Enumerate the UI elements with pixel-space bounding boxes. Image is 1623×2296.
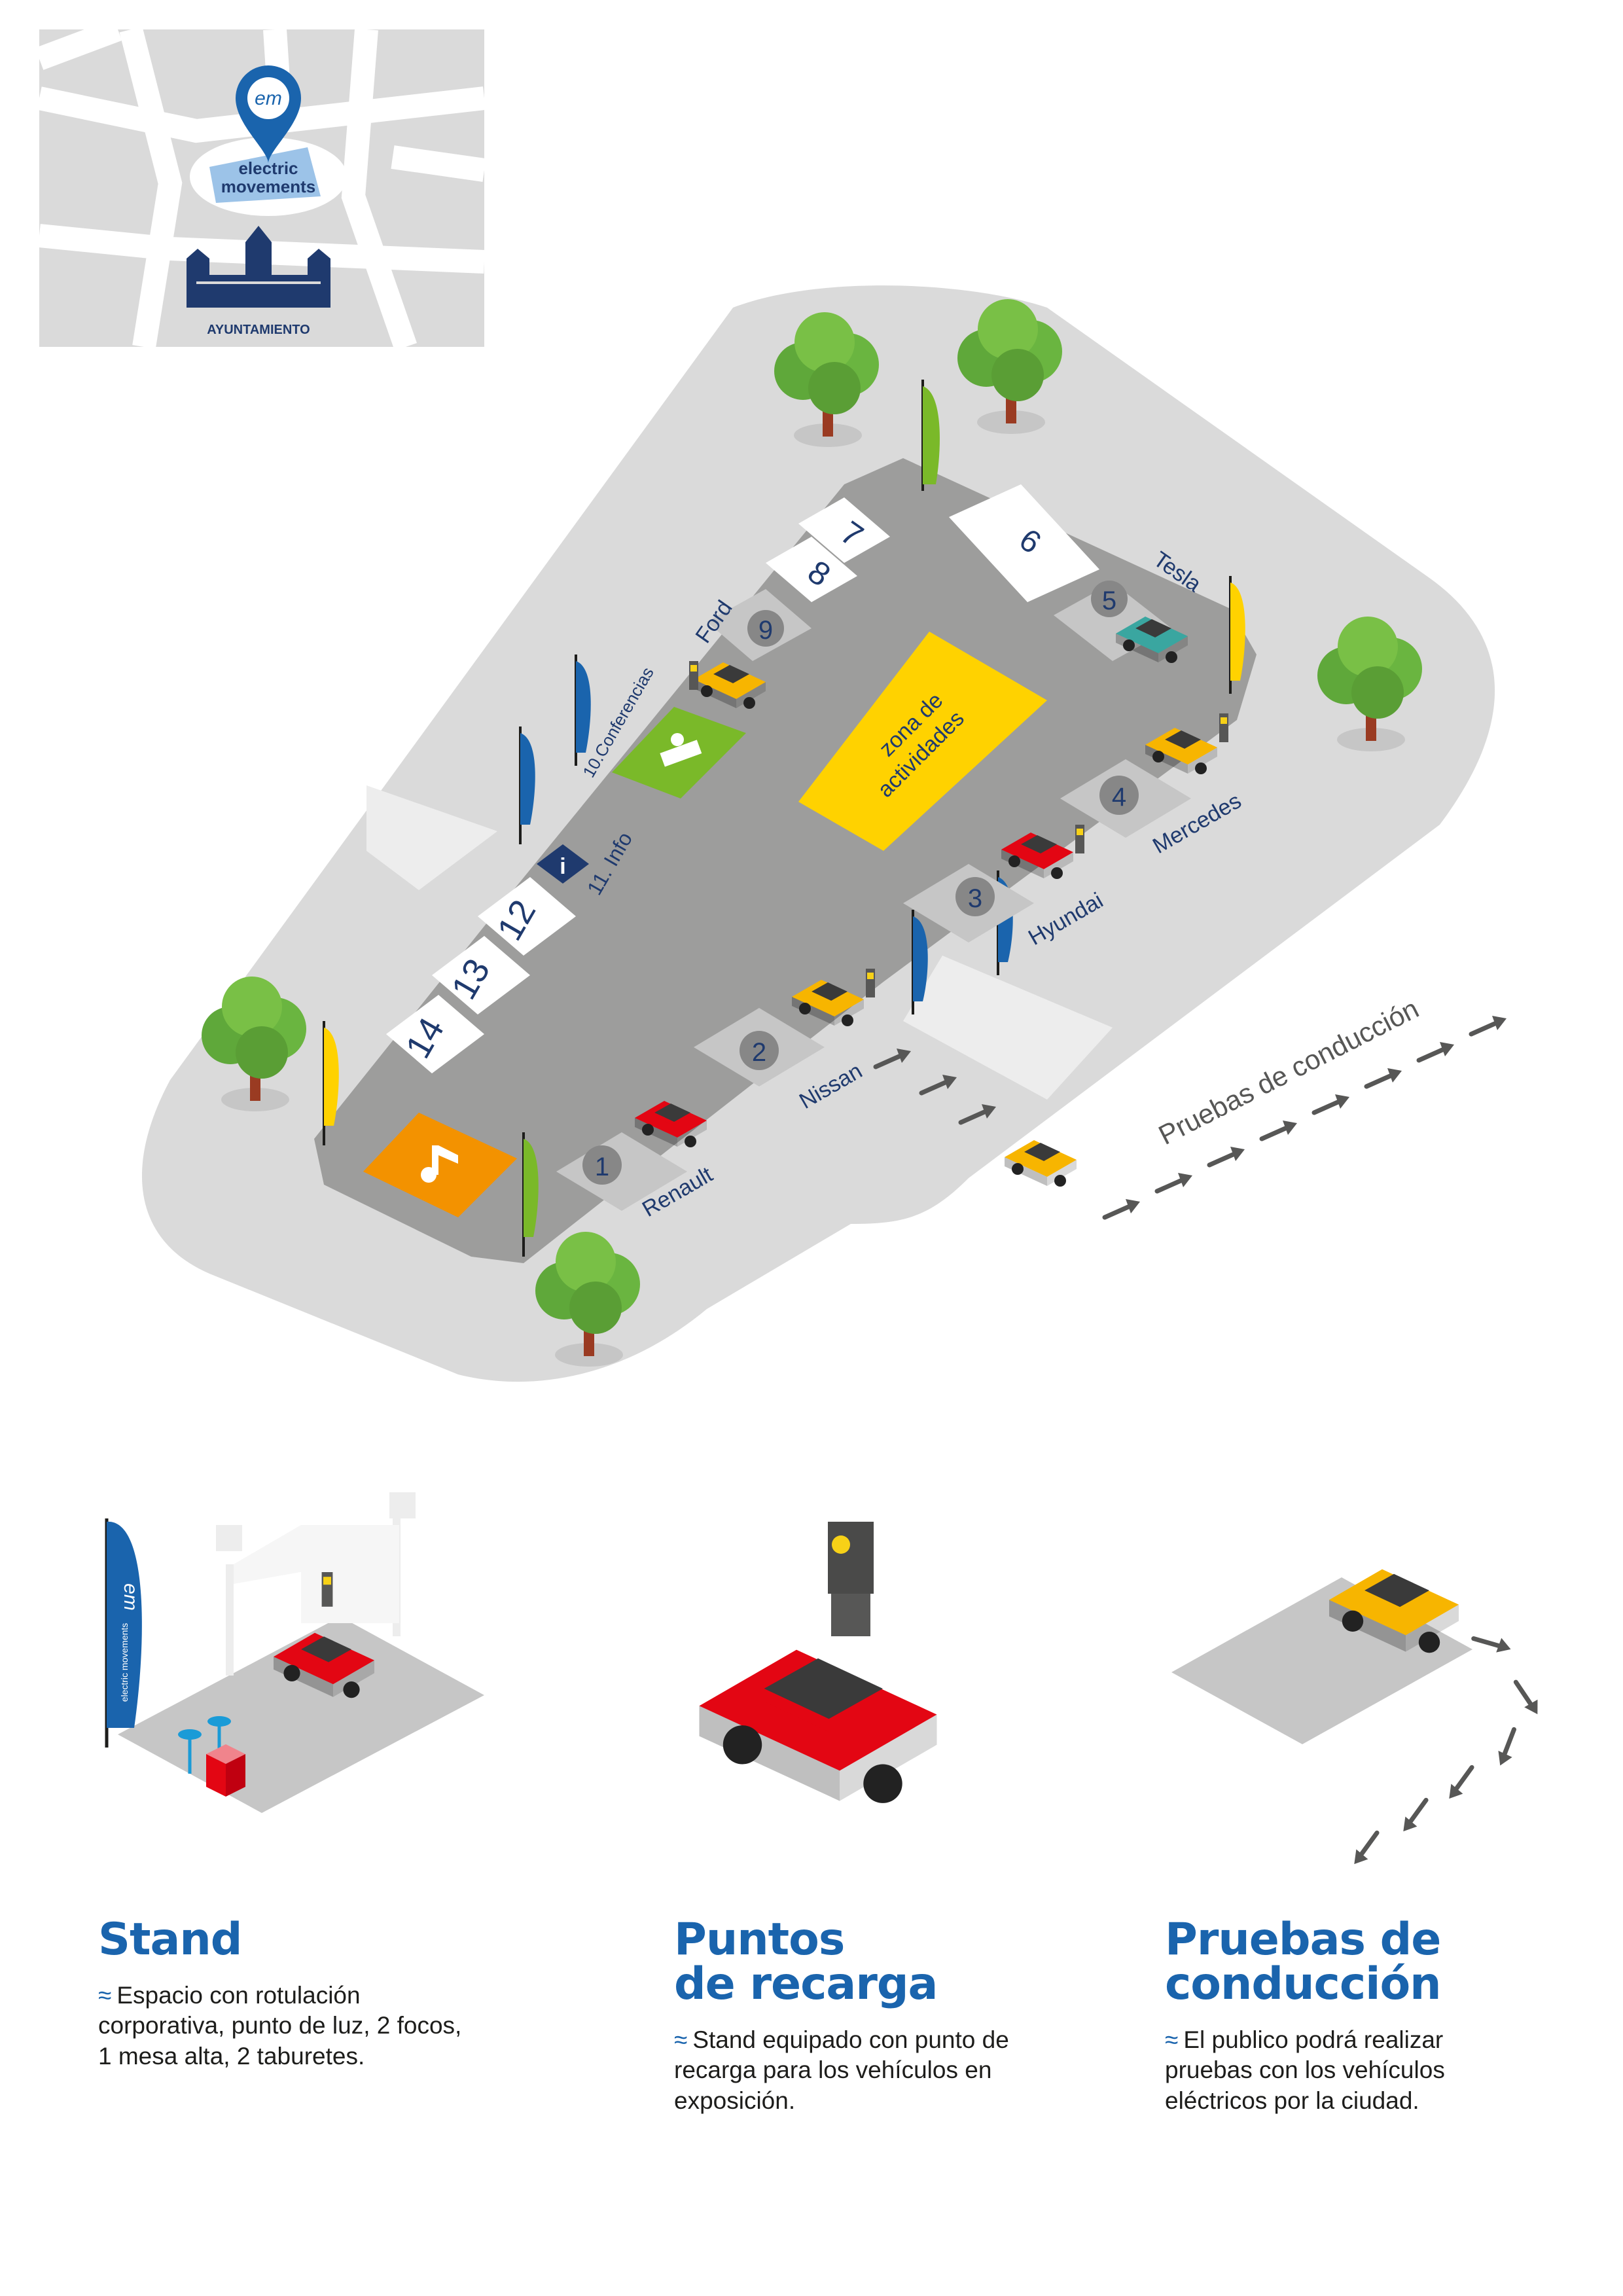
- card-description: Stand equipado con punto de recarga para…: [674, 2026, 1009, 2114]
- card-description: El publico podrá realizar pruebas con lo…: [1165, 2026, 1445, 2114]
- charger-icon: [1219, 713, 1228, 742]
- card-title-line1: Pruebas de: [1165, 1914, 1441, 1965]
- flag-banner-blue: [519, 726, 535, 844]
- car-icon: [1005, 1140, 1077, 1187]
- table-icon: [206, 1744, 245, 1797]
- spot-4-number: 4: [1112, 783, 1126, 812]
- spot-1-number: 1: [595, 1153, 609, 1181]
- spot-3-number: 3: [968, 884, 982, 913]
- bullet-icon: ≈: [1165, 2026, 1179, 2053]
- spotlight-icon: [216, 1525, 242, 1551]
- asphalt-area: [314, 458, 1257, 1263]
- card-description: Espacio con rotulación corporativa, punt…: [98, 1982, 462, 2070]
- card-title-line2: conducción: [1165, 1958, 1442, 2010]
- venue-block: [209, 147, 321, 203]
- banner-text: electric movements: [119, 1623, 130, 1702]
- test-drive-illustration: [1171, 1569, 1540, 1867]
- bullet-icon: ≈: [674, 2026, 688, 2053]
- card-text: ≈El publico podrá realizar pruebas con l…: [1165, 2025, 1531, 2116]
- card-text: ≈Stand equipado con punto de recarga par…: [674, 2025, 1041, 2116]
- stand-6-pad[interactable]: [949, 484, 1099, 602]
- flag-banner-green: [522, 1132, 539, 1257]
- locator-map: em electric movements AYUNTAMIENTO: [35, 18, 486, 351]
- charger-icon: [1075, 825, 1084, 853]
- stand-13-pad[interactable]: [432, 936, 530, 1014]
- bullet-icon: ≈: [98, 1982, 112, 2009]
- stand-12-pad[interactable]: [478, 877, 576, 956]
- stand-7-pad[interactable]: [798, 497, 890, 563]
- music-area[interactable]: [363, 1113, 517, 1217]
- flag-banner-blue: [575, 655, 591, 766]
- info-icon: i: [560, 854, 565, 879]
- feature-illustrations: em electric movements: [105, 1492, 1623, 1931]
- charger-icon: [689, 661, 698, 690]
- stool-icon: [178, 1716, 231, 1774]
- card-title: Stand: [98, 1914, 242, 1965]
- banner-logo: em: [120, 1583, 141, 1611]
- info-kiosk[interactable]: [537, 844, 589, 884]
- activity-zone[interactable]: [798, 632, 1047, 851]
- landmark-label: AYUNTAMIENTO: [207, 323, 310, 337]
- spot-2-number: 2: [752, 1038, 766, 1067]
- venue-label: electric: [238, 158, 298, 178]
- venue-label-2: movements: [221, 177, 316, 196]
- crosswalk-left: [366, 785, 497, 890]
- spot-9-number: 9: [758, 616, 773, 645]
- flag-banner-yellow: [323, 1021, 339, 1145]
- flag-banner-yellow: [1229, 576, 1245, 694]
- pin-logo-text: em: [255, 88, 282, 109]
- info-card-stand: Stand ≈Espacio con rotulación corporativ…: [98, 1918, 465, 2072]
- location-pin-icon: em: [236, 65, 301, 164]
- car-icon: [699, 1649, 937, 1803]
- charging-point-illustration: [699, 1522, 937, 1803]
- charger-icon: [866, 969, 875, 997]
- venue-map: em electric movements AYUNTAMIENTO 6 7 8: [35, 18, 1623, 1382]
- flag-banner-blue: [912, 910, 928, 1014]
- card-title-line1: Puntos: [674, 1914, 845, 1965]
- music-note-icon: [421, 1145, 458, 1183]
- city-hall-icon: [187, 226, 330, 308]
- spotlight-icon: [389, 1492, 416, 1518]
- flag-banner-green: [921, 380, 940, 491]
- charger-icon: [321, 1572, 333, 1607]
- stand-8-pad[interactable]: [766, 537, 857, 602]
- banner-flag: em electric movements: [105, 1518, 142, 1748]
- stand-illustration: em electric movements: [105, 1492, 484, 1813]
- podium-icon: [660, 733, 702, 767]
- spot-5-number: 5: [1102, 586, 1116, 615]
- crosswalk-right: [903, 956, 1113, 1100]
- card-text: ≈Espacio con rotulación corporativa, pun…: [98, 1981, 465, 2072]
- card-title-line2: de recarga: [674, 1958, 938, 2010]
- stand-14-pad[interactable]: [386, 995, 484, 1073]
